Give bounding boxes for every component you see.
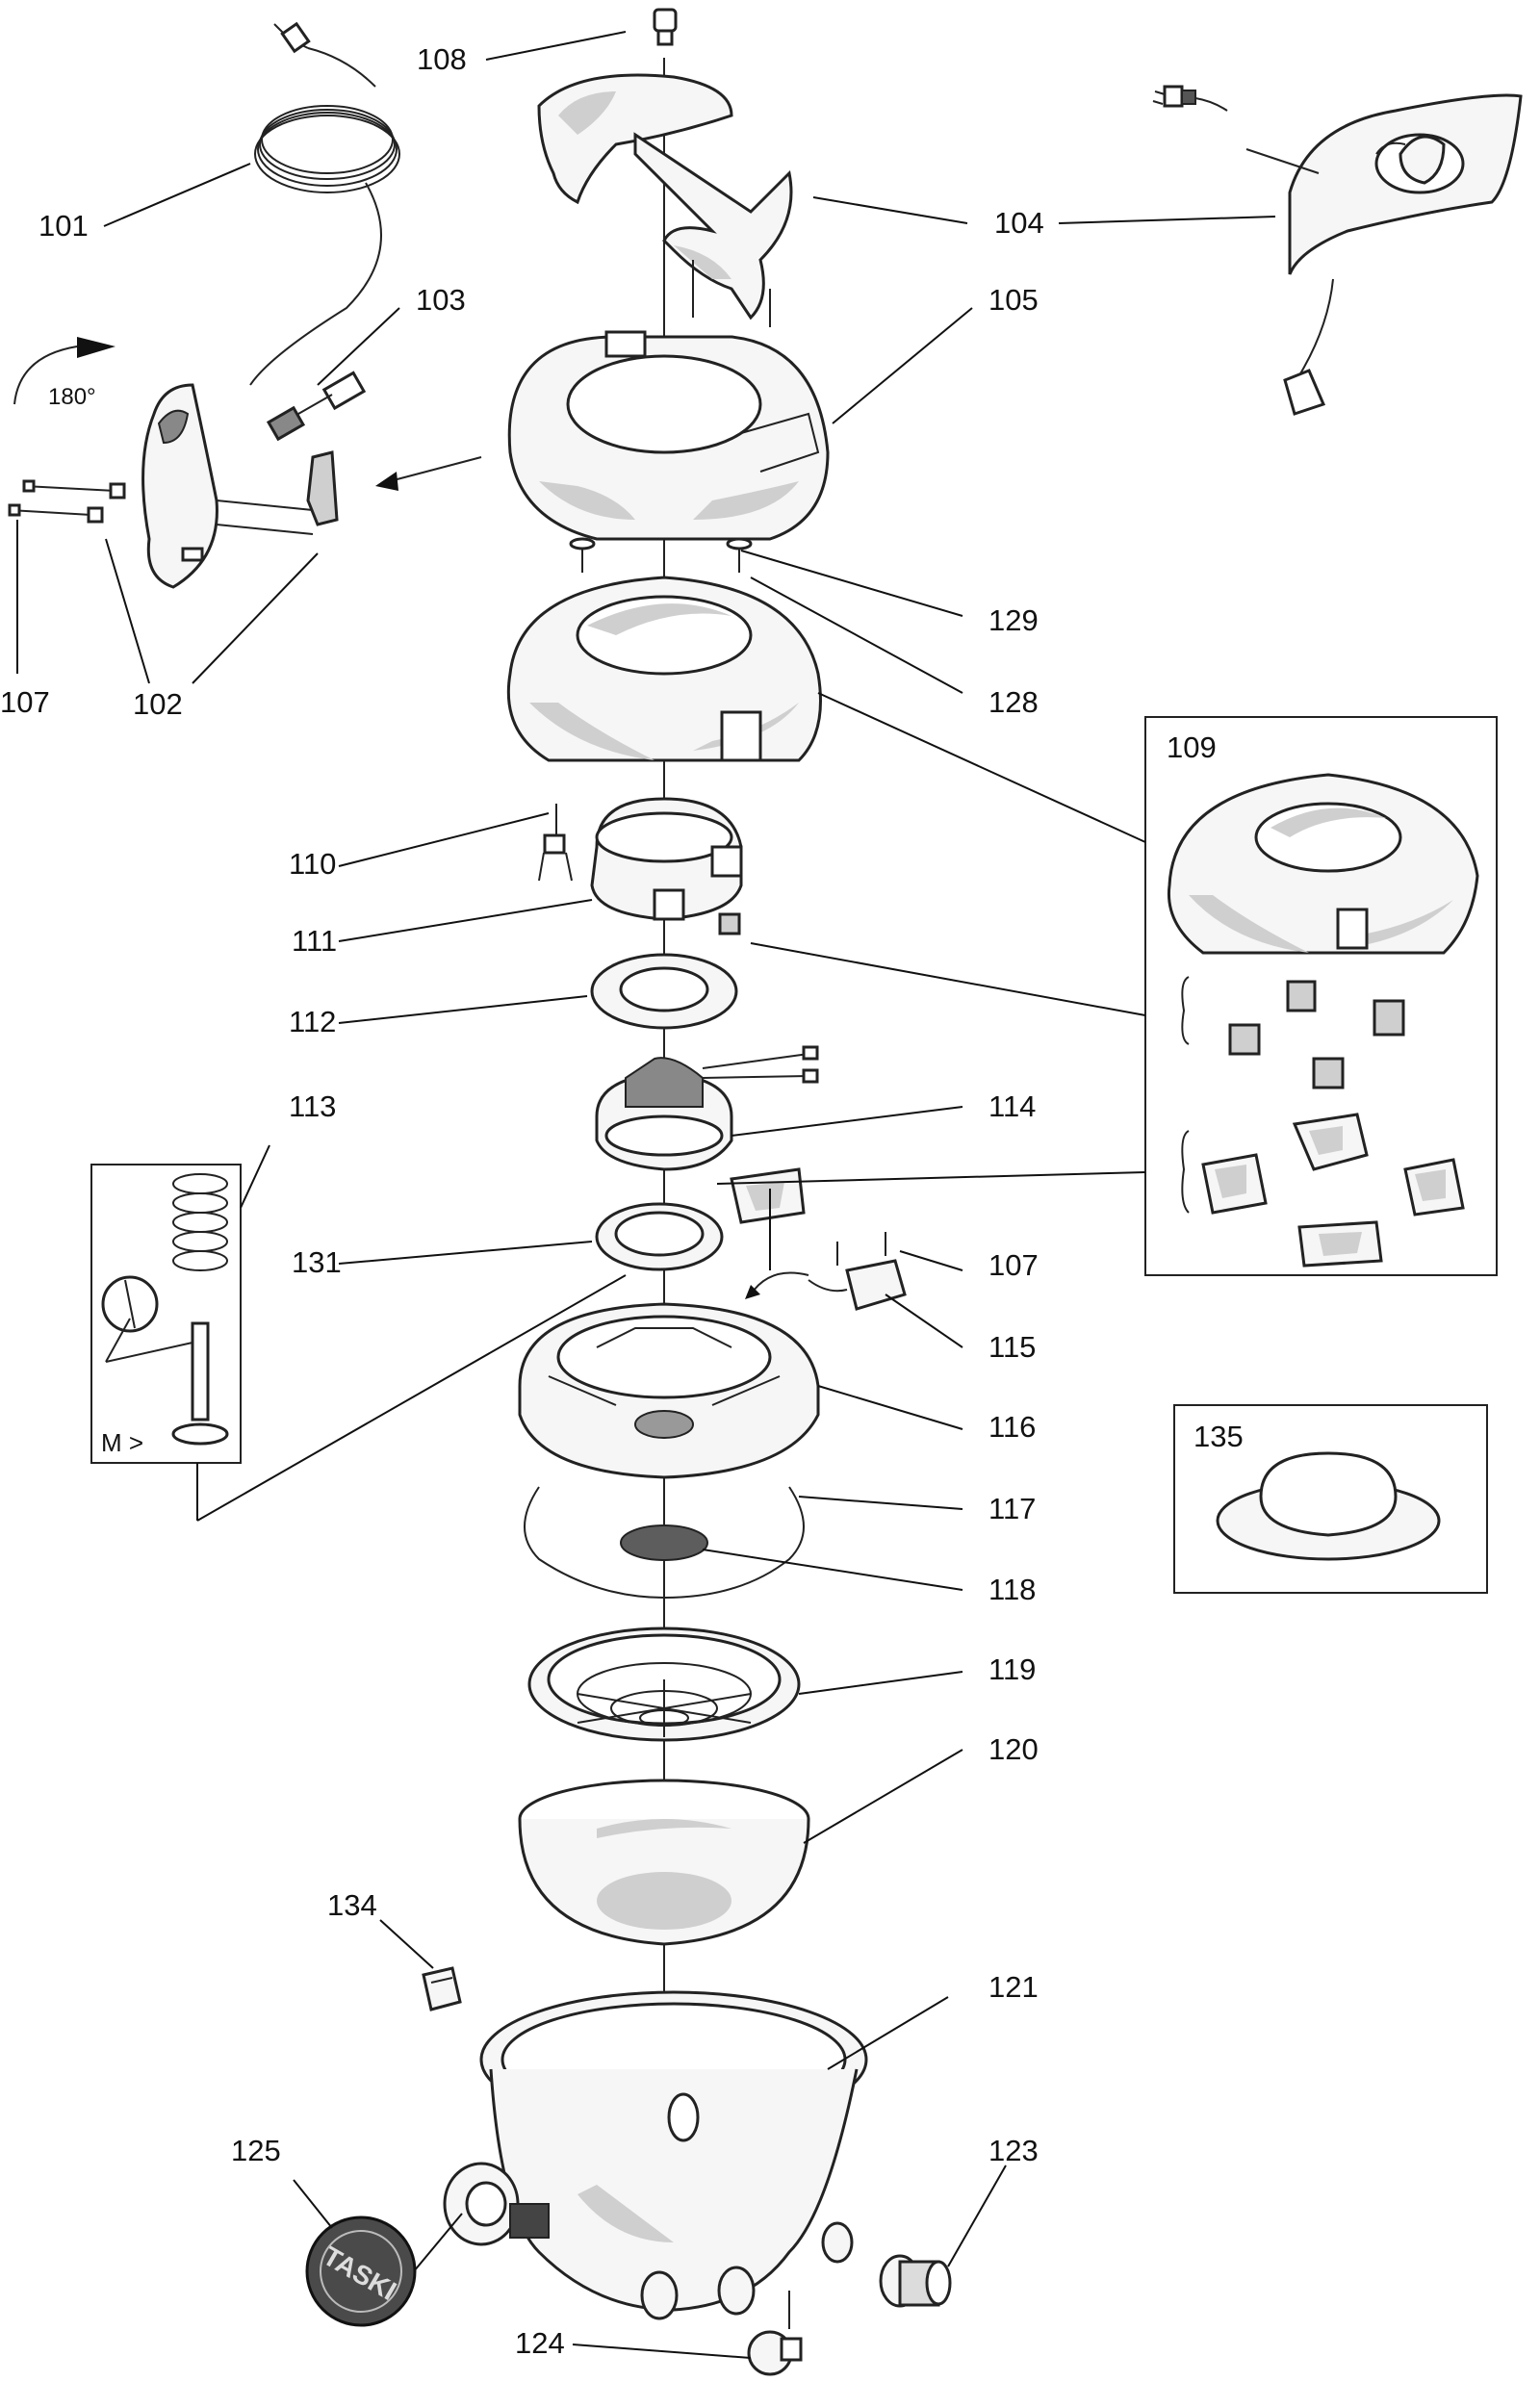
leader-lines xyxy=(16,31,1276,2359)
kit-box-109 xyxy=(1144,716,1498,1276)
label-123: 123 xyxy=(988,2134,1039,2167)
part-124-caster xyxy=(747,2291,803,2376)
part-121-tank xyxy=(443,1990,868,2320)
label-105: 105 xyxy=(988,283,1039,317)
arrow-head xyxy=(745,1285,760,1299)
label-108: 108 xyxy=(417,42,467,76)
part-104-handle xyxy=(537,73,793,327)
part-109-inner-cover xyxy=(506,576,822,762)
kit-box-113: M > xyxy=(90,1164,242,1464)
label-129: 129 xyxy=(988,603,1039,637)
part-labels: 101 102 103 104 105 107 107 108 109 110 … xyxy=(0,42,1244,2360)
rotation-label: 180° xyxy=(48,384,96,410)
label-113: 113 xyxy=(289,1089,336,1123)
label-114: 114 xyxy=(988,1089,1036,1123)
part-114-motor xyxy=(595,1045,819,1171)
part-111-motor-housing-top xyxy=(590,797,743,935)
label-119: 119 xyxy=(988,1652,1036,1686)
label-115: 115 xyxy=(988,1330,1036,1364)
label-125: 125 xyxy=(231,2134,281,2167)
part-102-cable-cover xyxy=(141,383,339,589)
part-129-screw-right xyxy=(726,537,753,573)
part-128-screw-left xyxy=(569,537,596,573)
part-112-gasket xyxy=(590,953,738,1030)
label-128: 128 xyxy=(988,685,1039,719)
part-103-connector xyxy=(266,371,367,442)
part-116-motor-base xyxy=(518,1302,820,1479)
label-110: 110 xyxy=(289,847,336,881)
label-117: 117 xyxy=(988,1492,1036,1525)
part-134-clip xyxy=(422,1966,462,2011)
part-109-foam-piece xyxy=(730,1167,806,1224)
kit-box-135 xyxy=(1173,1404,1488,1594)
part-117-filter-disc xyxy=(524,1486,805,1600)
measure-label: M > xyxy=(101,1428,143,1457)
part-123-hose-inlet xyxy=(879,2254,952,2308)
rotation-arrow xyxy=(13,346,78,405)
label-124: 124 xyxy=(515,2326,565,2360)
part-120-dust-bag xyxy=(518,1779,810,1946)
assembly-arrow xyxy=(389,456,482,482)
label-102: 102 xyxy=(133,687,183,721)
part-101-power-cord xyxy=(249,21,400,386)
rotation-arrow-head xyxy=(77,337,116,358)
part-107-screws xyxy=(8,479,126,524)
label-118: 118 xyxy=(988,1573,1036,1606)
label-107-right: 107 xyxy=(988,1248,1039,1282)
label-134: 134 xyxy=(327,1888,377,1922)
assembly-arrow-head xyxy=(375,472,398,491)
label-103: 103 xyxy=(416,283,466,317)
label-121: 121 xyxy=(988,1970,1039,2004)
label-135: 135 xyxy=(1194,1420,1244,1453)
arrow-curved xyxy=(750,1271,809,1295)
part-110-bracket xyxy=(538,804,573,882)
label-131: 131 xyxy=(292,1245,342,1279)
part-119-filter-basket xyxy=(527,1626,801,1742)
label-107-left: 107 xyxy=(0,685,50,719)
part-108-knob xyxy=(653,8,678,46)
label-116: 116 xyxy=(988,1410,1036,1444)
label-112: 112 xyxy=(289,1005,336,1038)
part-131-seal xyxy=(595,1202,724,1271)
label-111: 111 xyxy=(292,924,337,958)
label-120: 120 xyxy=(988,1732,1039,1766)
part-125-badge: TASKI xyxy=(305,2216,417,2327)
part-105-top-cover xyxy=(507,330,830,541)
label-104: 104 xyxy=(994,206,1044,240)
part-118-filter-pad xyxy=(620,1524,708,1561)
label-101: 101 xyxy=(38,209,89,243)
part-104-alt-cover xyxy=(1152,85,1523,416)
label-109: 109 xyxy=(1167,730,1217,764)
